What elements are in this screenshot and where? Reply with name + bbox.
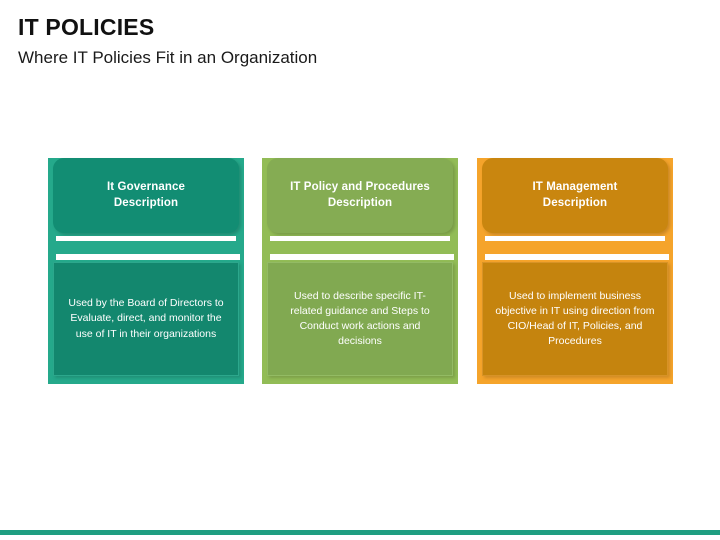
card-it-management[interactable]: IT Management Description Used to implem… bbox=[477, 158, 673, 384]
card-divider-bottom bbox=[270, 254, 454, 260]
card-heading-line-1: IT Policy and Procedures bbox=[290, 180, 430, 193]
card-divider-top bbox=[270, 236, 450, 241]
card-heading-line-1: IT Management bbox=[532, 180, 618, 193]
bottom-accent-bar bbox=[0, 530, 720, 535]
card-heading-text: IT Management Description bbox=[532, 180, 617, 211]
card-body-panel[interactable]: Used to implement business objective in … bbox=[482, 262, 668, 376]
card-heading-line-1: It Governance bbox=[107, 180, 185, 193]
card-body-text: Used by the Board of Directors to Evalua… bbox=[68, 297, 224, 340]
card-heading-line-2: Description bbox=[542, 196, 608, 209]
card-divider-bottom bbox=[485, 254, 669, 260]
card-body-text: Used to describe specific IT-related gui… bbox=[290, 289, 430, 348]
card-it-policy-and-procedures[interactable]: IT Policy and Procedures Description Use… bbox=[262, 158, 458, 384]
card-divider-top bbox=[485, 236, 665, 241]
card-body-panel[interactable]: Used to describe specific IT-related gui… bbox=[267, 262, 453, 376]
card-divider-bottom bbox=[56, 254, 240, 260]
card-heading-text: It Governance Description bbox=[107, 180, 185, 211]
card-body-panel[interactable]: Used by the Board of Directors to Evalua… bbox=[53, 262, 239, 376]
card-body-text: Used to implement business objective in … bbox=[495, 289, 655, 348]
card-header-chip[interactable]: IT Policy and Procedures Description bbox=[267, 158, 453, 233]
card-header-chip[interactable]: IT Management Description bbox=[482, 158, 668, 233]
card-heading-line-2: Description bbox=[327, 196, 393, 209]
card-divider-top bbox=[56, 236, 236, 241]
card-heading-line-2: Description bbox=[113, 196, 179, 209]
card-heading-text: IT Policy and Procedures Description bbox=[290, 180, 430, 211]
card-it-governance[interactable]: It Governance Description Used by the Bo… bbox=[48, 158, 244, 384]
card-header-chip[interactable]: It Governance Description bbox=[53, 158, 239, 233]
page-title: IT POLICIES bbox=[18, 14, 155, 40]
page-subtitle: Where IT Policies Fit in an Organization bbox=[18, 48, 318, 67]
